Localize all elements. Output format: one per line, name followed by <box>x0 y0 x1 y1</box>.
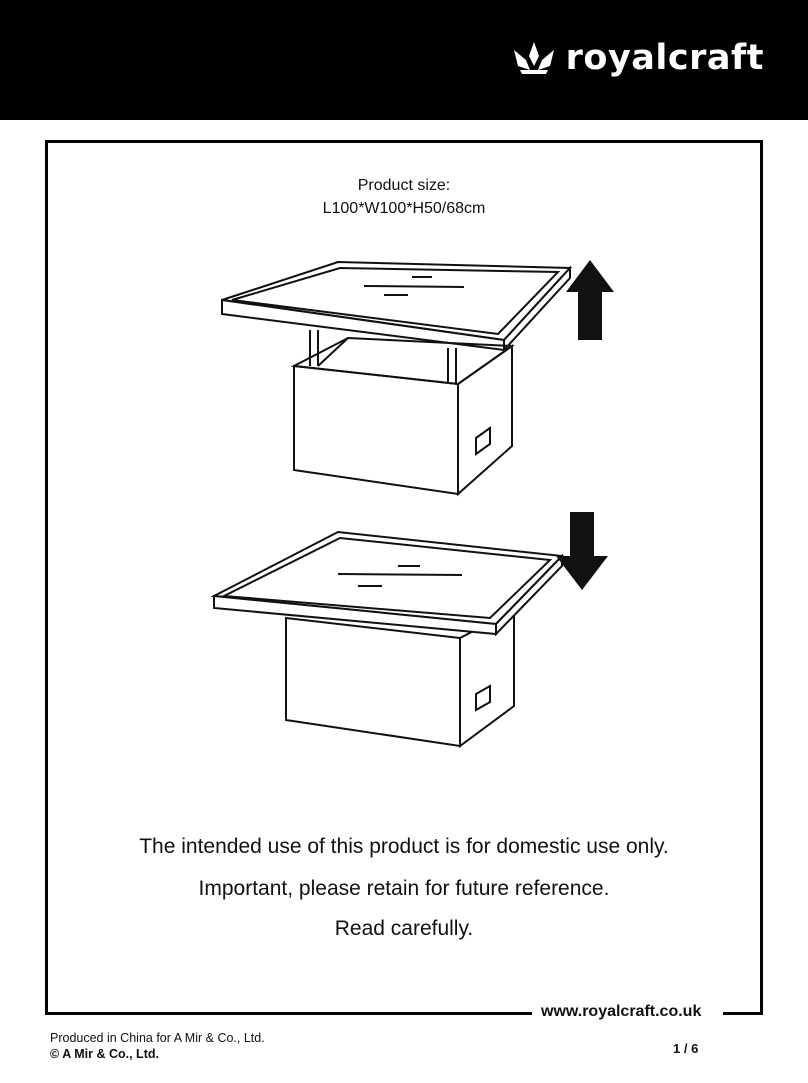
retain-notice: Important, please retain for future refe… <box>198 877 610 900</box>
read-carefully-notice: Read carefully. <box>334 917 474 940</box>
arrow-up-icon <box>566 260 614 340</box>
copyright-text: © A Mir & Co., Ltd. <box>50 1047 159 1061</box>
divider <box>45 1012 532 1015</box>
intended-use-notice: The intended use of this product is for … <box>139 835 669 858</box>
table-lowered-illustration <box>210 512 608 748</box>
website-link[interactable]: www.royalcraft.co.uk <box>541 1003 702 1020</box>
crown-icon <box>513 42 554 74</box>
product-size-dimensions: L100*W100*H50/68cm <box>322 200 486 217</box>
produced-by-text: Produced in China for A Mir & Co., Ltd. <box>50 1031 265 1045</box>
header-bar: royalcraft <box>0 0 808 120</box>
brand-name: royalcraft <box>565 38 764 78</box>
product-size-label: Product size: <box>357 177 451 194</box>
page-frame <box>45 140 763 1015</box>
table-raised-illustration <box>221 260 614 497</box>
page-number: 1 / 6 <box>673 1041 699 1056</box>
brand: royalcraft <box>512 38 764 78</box>
divider <box>723 1012 763 1015</box>
arrow-down-icon <box>556 512 608 590</box>
